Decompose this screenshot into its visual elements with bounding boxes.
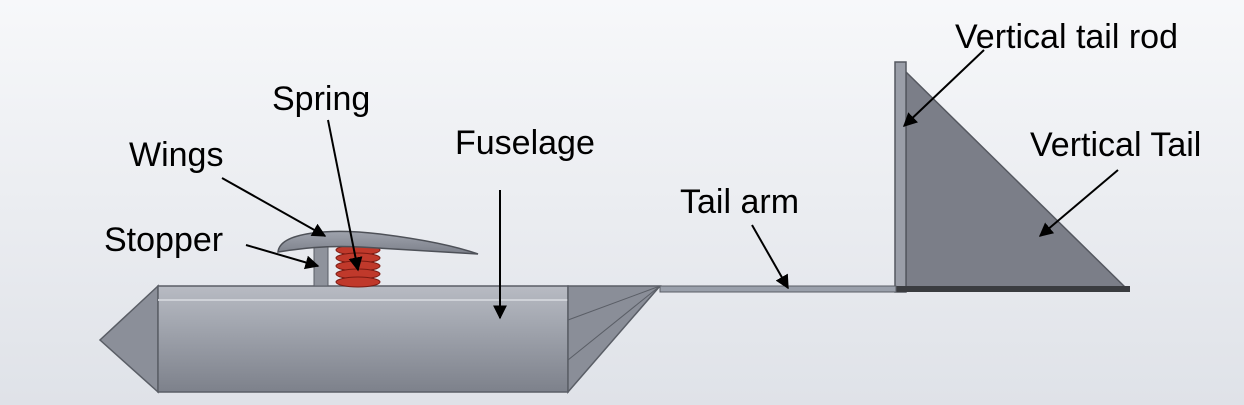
label-tail-arm: Tail arm [680,183,800,221]
label-stopper: Stopper [104,221,224,259]
vertical-tail-rod-arrow [902,49,985,127]
wing [277,230,479,255]
stopper-arrow [245,244,320,270]
tail-arm-arrow [751,224,789,290]
wings-arrow [221,177,327,237]
annotation-arrows [221,49,1119,320]
vertical-tail-arrow [1038,169,1119,237]
label-spring: Spring [272,80,371,118]
tail-base-plate [895,286,1130,292]
label-fuselage: Fuselage [455,124,595,162]
label-wings: Wings [129,136,224,174]
label-vertical-tail-rod: Vertical tail rod [955,18,1178,56]
fuselage [98,284,662,395]
tail-arm [659,285,897,293]
vertical-tail-rod [894,61,907,293]
spring-arrow [327,119,363,272]
label-vertical-tail: Vertical Tail [1030,126,1202,164]
